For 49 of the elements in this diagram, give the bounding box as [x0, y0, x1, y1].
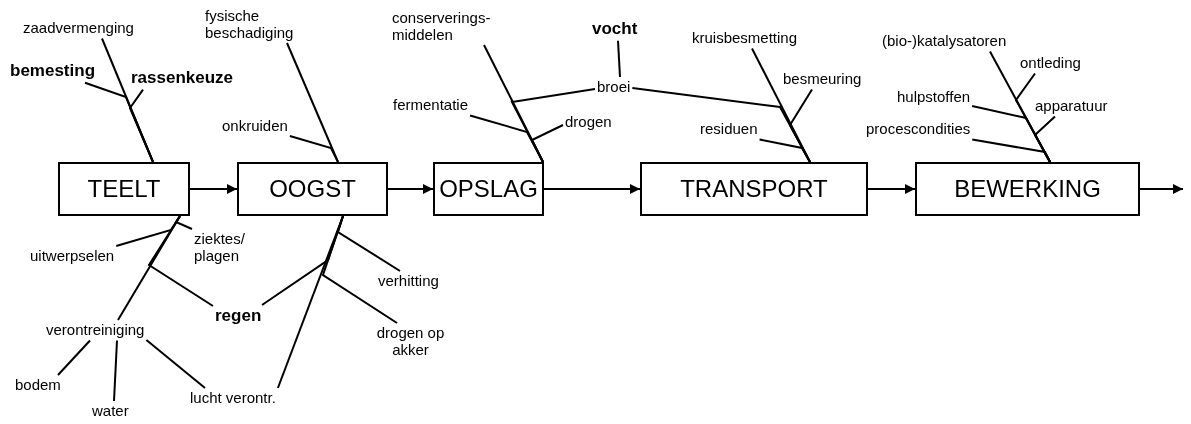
- connector-line: [288, 135, 339, 163]
- cause-label: drogen: [565, 114, 612, 131]
- cause-label: ontleding: [1020, 55, 1081, 72]
- connector-line: [57, 339, 91, 376]
- cause-label: bemesting: [10, 62, 96, 81]
- cause-label: fermentatie: [393, 97, 469, 114]
- connector-line: [128, 88, 154, 163]
- connector-line: [530, 124, 564, 163]
- arrow: [543, 184, 641, 194]
- connector-line: [617, 39, 621, 78]
- cause-label: zaadvermenging: [23, 20, 134, 37]
- process-box: BEWERKING: [915, 162, 1140, 216]
- cause-label: verhitting: [378, 273, 439, 290]
- cause-label: apparatuur: [1035, 98, 1108, 115]
- connector-line: [758, 138, 811, 163]
- cause-label: procescondities: [866, 121, 971, 138]
- connector-line: [1033, 115, 1056, 163]
- cause-label: onkruiden: [222, 118, 288, 135]
- cause-label: rassenkeuze: [131, 69, 234, 88]
- cause-label: conserverings- middelen: [392, 10, 510, 43]
- cause-label: water: [92, 403, 129, 420]
- cause-label: kruisbesmetting: [692, 30, 798, 47]
- cause-label: ziektes/ plagen: [194, 231, 260, 264]
- cause-label: verontreiniging: [46, 322, 145, 339]
- process-box: TEELT: [58, 162, 190, 216]
- process-box: OOGST: [237, 162, 388, 216]
- connector-line: [147, 215, 214, 307]
- arrow: [189, 184, 238, 194]
- process-box: TRANSPORT: [640, 162, 868, 216]
- arrow: [1139, 184, 1184, 194]
- cause-label: uitwerpselen: [30, 248, 115, 265]
- cause-label: regen: [215, 307, 262, 326]
- cause-label: vocht: [592, 20, 638, 39]
- arrow: [867, 184, 916, 194]
- cause-label: broei: [597, 79, 631, 96]
- cause-label: hulpstoffen: [897, 89, 971, 106]
- cause-label: drogen op akker: [363, 325, 458, 358]
- cause-label: besmeuring: [783, 71, 862, 88]
- cause-label: (bio-)katalysatoren: [882, 33, 1007, 50]
- connector-line: [113, 339, 118, 402]
- cause-label: lucht verontr.: [190, 390, 276, 407]
- process-box: OPSLAG: [433, 162, 544, 216]
- cause-label: fysische beschadiging: [205, 8, 325, 41]
- cause-label: bodem: [15, 377, 61, 394]
- connector-line: [321, 215, 398, 324]
- connector-line: [971, 138, 1051, 163]
- cause-label: residuen: [700, 121, 758, 138]
- arrow: [387, 184, 434, 194]
- connector-line: [145, 339, 206, 389]
